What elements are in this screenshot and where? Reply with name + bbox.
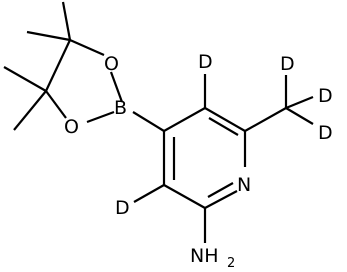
- bond-n-c2-double: [207, 182, 234, 198]
- deuterium-ring-top-label: D: [198, 51, 213, 73]
- bond-lines: [3, 1, 314, 243]
- deuterium-methyl-right-label: D: [318, 85, 333, 107]
- bond-o-bottom-b: [86, 110, 115, 124]
- bond-cd3-d-right: [285, 95, 314, 110]
- bond-c-o-bottom: [45, 90, 67, 119]
- bond-b-o-top: [109, 71, 124, 103]
- amine-symbol: NH: [190, 245, 219, 267]
- atom-labels: B O O N D D D D D NH 2: [64, 51, 333, 271]
- bond-methyl-3: [3, 66, 47, 92]
- amine-group-label: NH 2: [190, 245, 235, 271]
- deuterium-ring-bottom-label: D: [115, 197, 130, 219]
- boron-label: B: [114, 97, 127, 119]
- oxygen-top-label: O: [104, 53, 119, 75]
- deuterium-methyl-bottom-label: D: [318, 122, 333, 144]
- bond-c5-c6: [204, 107, 246, 132]
- nitrogen-ring-label: N: [237, 174, 251, 196]
- bond-methyl-4: [13, 90, 47, 131]
- bond-c5-c6-double: [208, 117, 239, 136]
- deuterium-methyl-top-label: D: [280, 53, 295, 75]
- bond-methyl-1: [61, 1, 72, 41]
- bond-o-top-c: [69, 38, 105, 57]
- bond-n-c2: [204, 190, 238, 209]
- bond-c2-c3: [163, 184, 206, 209]
- bond-cd3-d-bottom: [285, 107, 314, 125]
- bond-c3-d: [133, 184, 165, 203]
- bond-methyl-2: [26, 30, 71, 42]
- bond-c6-cd3: [244, 107, 287, 132]
- bond-b-c4: [132, 111, 165, 132]
- bond-c-c-ring: [45, 39, 71, 92]
- bond-c4-c5: [163, 107, 206, 132]
- oxygen-bottom-label: O: [64, 116, 79, 138]
- amine-subscript: 2: [227, 256, 235, 271]
